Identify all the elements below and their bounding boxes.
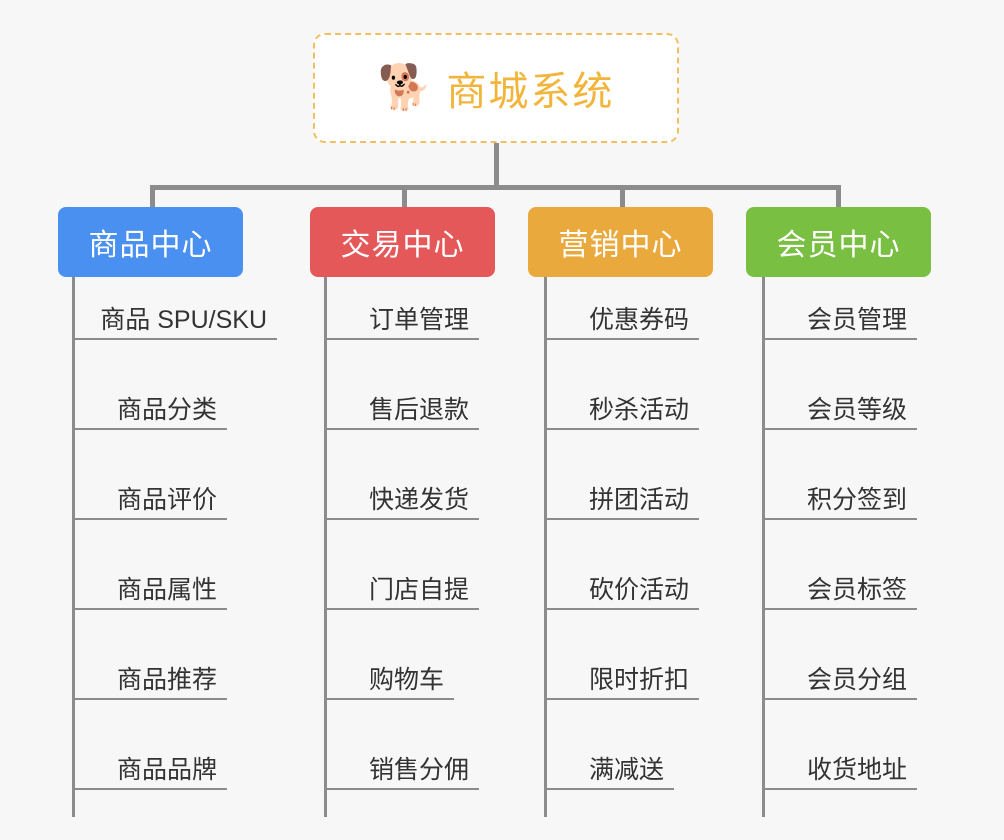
branch-rail-2: [324, 277, 327, 817]
category-label-1: 商品中心: [88, 229, 213, 262]
leaf-item-2-1[interactable]: 订单管理: [324, 305, 479, 340]
category-box-2[interactable]: 交易中心: [310, 207, 495, 277]
leaf-item-4-1[interactable]: 会员管理: [762, 305, 917, 340]
branch-2: 订单管理 售后退款 快递发货 门店自提 购物车 销售分佣: [324, 277, 539, 817]
leaf-label: 会员分组: [806, 665, 907, 694]
shiba-dog-face-icon: 🐕: [377, 63, 433, 112]
leaf-label: 购物车: [368, 665, 444, 694]
leaf-label: 商品品牌: [116, 755, 217, 784]
leaf-label: 优惠券码: [588, 305, 689, 334]
category-box-3[interactable]: 营销中心: [528, 207, 713, 277]
branch-1: 商品 SPU/SKU 商品分类 商品评价 商品属性 商品推荐 商品品牌: [72, 277, 287, 817]
leaf-item-1-2[interactable]: 商品分类: [72, 395, 227, 430]
leaf-label: 销售分佣: [368, 755, 469, 784]
leaf-label: 门店自提: [368, 575, 469, 604]
connector-drop-3: [620, 185, 625, 209]
category-label-2: 交易中心: [340, 229, 465, 262]
leaf-item-1-1[interactable]: 商品 SPU/SKU: [72, 305, 277, 340]
leaf-label: 订单管理: [368, 305, 469, 334]
leaf-label: 限时折扣: [588, 665, 689, 694]
leaf-item-2-5[interactable]: 购物车: [324, 665, 454, 700]
branch-4: 会员管理 会员等级 积分签到 会员标签 会员分组 收货地址: [762, 277, 977, 817]
leaf-item-2-6[interactable]: 销售分佣: [324, 755, 479, 790]
leaf-label: 商品属性: [116, 575, 217, 604]
branch-rail-4: [762, 277, 765, 817]
leaf-item-3-5[interactable]: 限时折扣: [544, 665, 699, 700]
leaf-item-3-6[interactable]: 满减送: [544, 755, 674, 790]
leaf-label: 售后退款: [368, 395, 469, 424]
leaf-label: 秒杀活动: [588, 395, 689, 424]
leaf-label: 会员标签: [806, 575, 907, 604]
connector-drop-2: [402, 185, 407, 209]
leaf-label: 商品分类: [116, 395, 217, 424]
connector-horizontal-bar: [150, 185, 840, 190]
branch-rail-1: [72, 277, 75, 817]
leaf-item-4-4[interactable]: 会员标签: [762, 575, 917, 610]
leaf-label: 收货地址: [806, 755, 907, 784]
leaf-label: 商品评价: [116, 485, 217, 514]
leaf-item-3-2[interactable]: 秒杀活动: [544, 395, 699, 430]
leaf-label: 拼团活动: [588, 485, 689, 514]
connector-drop-1: [150, 185, 155, 209]
leaf-item-3-1[interactable]: 优惠券码: [544, 305, 699, 340]
leaf-label: 会员管理: [806, 305, 907, 334]
leaf-item-3-3[interactable]: 拼团活动: [544, 485, 699, 520]
connector-drop-4: [836, 185, 841, 209]
connector-root-stem: [494, 143, 499, 188]
category-box-4[interactable]: 会员中心: [746, 207, 931, 277]
root-node-mall-system[interactable]: 🐕 商城系统: [313, 33, 679, 143]
leaf-label: 商品 SPU/SKU: [100, 305, 267, 334]
leaf-label: 满减送: [588, 755, 664, 784]
leaf-item-4-6[interactable]: 收货地址: [762, 755, 917, 790]
category-label-4: 会员中心: [776, 229, 901, 262]
branch-3: 优惠券码 秒杀活动 拼团活动 砍价活动 限时折扣 满减送: [544, 277, 759, 817]
leaf-item-3-4[interactable]: 砍价活动: [544, 575, 699, 610]
root-node-label: 商城系统: [446, 70, 615, 114]
leaf-item-1-5[interactable]: 商品推荐: [72, 665, 227, 700]
leaf-item-2-2[interactable]: 售后退款: [324, 395, 479, 430]
leaf-label: 商品推荐: [116, 665, 217, 694]
leaf-item-4-2[interactable]: 会员等级: [762, 395, 917, 430]
leaf-item-1-3[interactable]: 商品评价: [72, 485, 227, 520]
leaf-label: 砍价活动: [588, 575, 689, 604]
category-label-3: 营销中心: [558, 229, 683, 262]
leaf-label: 快递发货: [368, 485, 469, 514]
leaf-item-2-4[interactable]: 门店自提: [324, 575, 479, 610]
leaf-item-4-3[interactable]: 积分签到: [762, 485, 917, 520]
leaf-item-2-3[interactable]: 快递发货: [324, 485, 479, 520]
leaf-item-1-4[interactable]: 商品属性: [72, 575, 227, 610]
branch-rail-3: [544, 277, 547, 817]
leaf-label: 会员等级: [806, 395, 907, 424]
leaf-item-4-5[interactable]: 会员分组: [762, 665, 917, 700]
leaf-label: 积分签到: [806, 485, 907, 514]
leaf-item-1-6[interactable]: 商品品牌: [72, 755, 227, 790]
category-box-1[interactable]: 商品中心: [58, 207, 243, 277]
